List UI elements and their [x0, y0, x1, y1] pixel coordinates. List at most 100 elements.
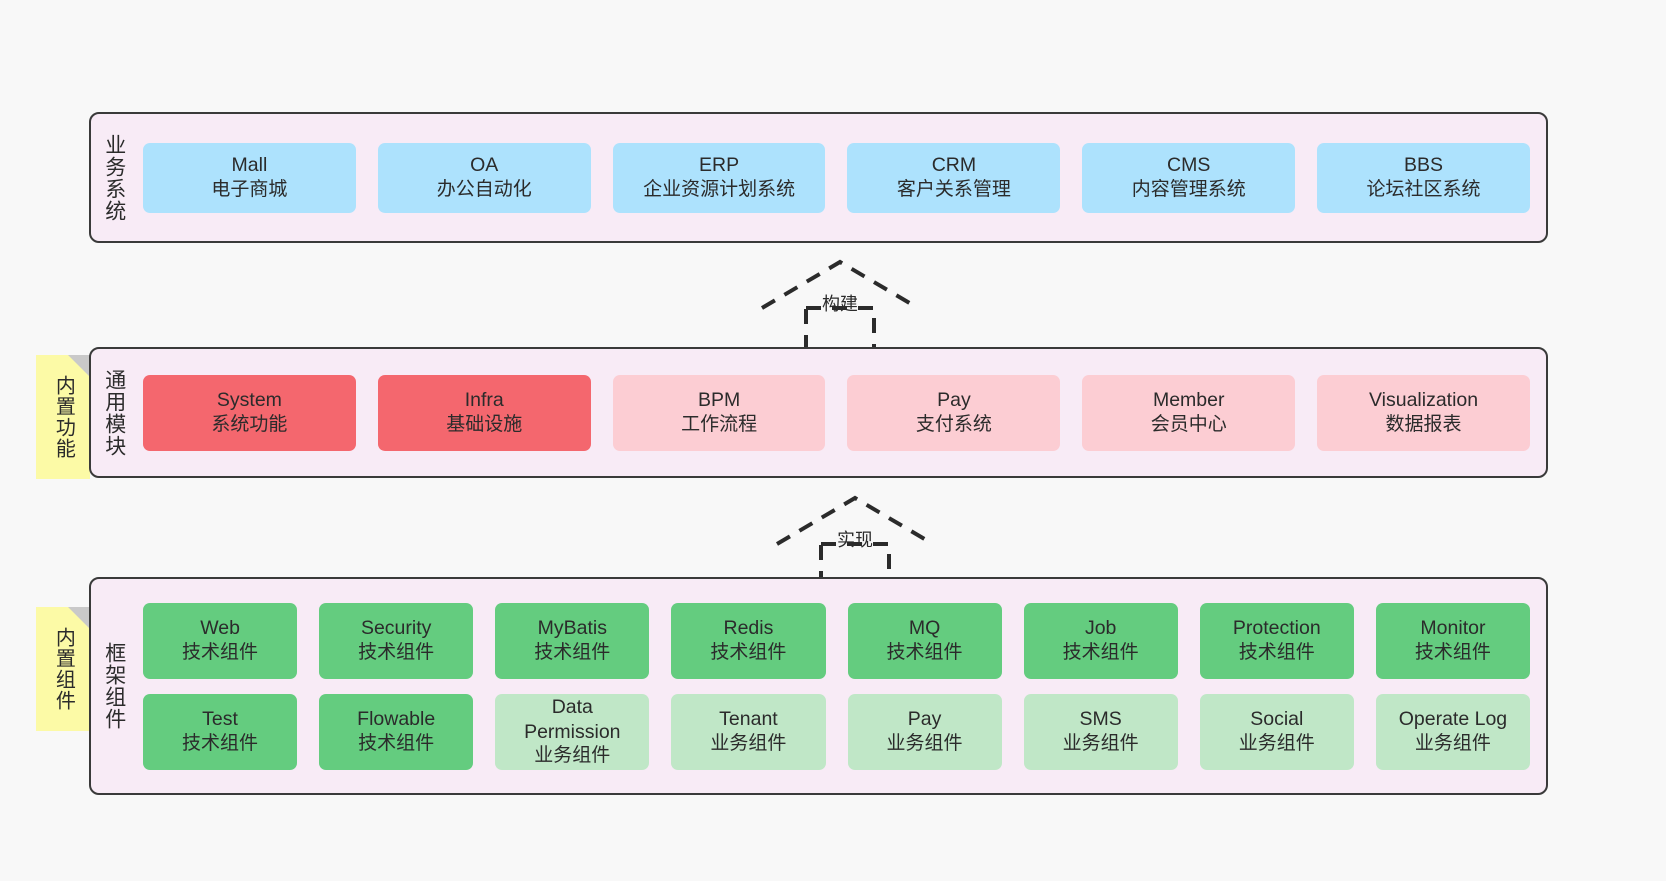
card-system[interactable]: System 系统功能 — [143, 374, 356, 451]
note-fold-corner-icon — [68, 607, 90, 629]
layer-body-business-system: Mall 电子商城 OA 办公自动化 ERP 企业资源计划系统 CRM 客户关系… — [137, 114, 1546, 241]
card-row: System 系统功能 Infra 基础设施 BPM 工作流程 Pay 支付系统… — [143, 374, 1530, 451]
card-title-cn: 技术组件 — [182, 641, 259, 663]
card-operate-log[interactable]: Operate Log 业务组件 — [1375, 693, 1530, 770]
card-title-cn: 业务组件 — [534, 745, 611, 767]
card-title-en: SMS — [1079, 708, 1122, 731]
layer-body-common-module: System 系统功能 Infra 基础设施 BPM 工作流程 Pay 支付系统… — [137, 349, 1546, 476]
card-title-cn: 技术组件 — [710, 641, 787, 663]
card-title-en: Visualization — [1368, 389, 1479, 412]
card-title-cn: 技术组件 — [1238, 641, 1315, 663]
connector-implement: 实现 — [775, 494, 935, 590]
card-title-en: CMS — [1167, 154, 1211, 177]
card-title-en: OA — [470, 154, 499, 177]
card-row: Mall 电子商城 OA 办公自动化 ERP 企业资源计划系统 CRM 客户关系… — [143, 142, 1530, 213]
card-flowable[interactable]: Flowable 技术组件 — [319, 693, 474, 770]
card-title-cn: 工作流程 — [681, 413, 758, 435]
layer-common-module[interactable]: 通用模块 System 系统功能 Infra 基础设施 BPM 工作流程 Pay… — [89, 347, 1548, 478]
card-title-en: Job — [1084, 617, 1117, 640]
connector-implement-label: 实现 — [837, 530, 873, 550]
card-title-cn: 技术组件 — [1414, 641, 1491, 663]
card-web[interactable]: Web 技术组件 — [143, 602, 298, 679]
card-test[interactable]: Test 技术组件 — [143, 693, 298, 770]
connector-build: 构建 — [760, 258, 920, 354]
card-protection[interactable]: Protection 技术组件 — [1199, 602, 1354, 679]
layer-title-business-system: 业务系统 — [102, 133, 126, 222]
card-mq[interactable]: MQ 技术组件 — [847, 602, 1002, 679]
card-title-cn: 内容管理系统 — [1131, 178, 1246, 200]
card-title-cn: 电子商城 — [211, 178, 288, 200]
card-title-cn: 技术组件 — [358, 732, 435, 754]
card-title-en: Web — [200, 617, 240, 640]
card-title-cn: 数据报表 — [1385, 413, 1462, 435]
card-title-en: CRM — [931, 154, 977, 177]
card-mall[interactable]: Mall 电子商城 — [143, 142, 356, 213]
card-erp[interactable]: ERP 企业资源计划系统 — [612, 142, 826, 213]
card-job[interactable]: Job 技术组件 — [1023, 602, 1178, 679]
card-crm[interactable]: CRM 客户关系管理 — [847, 142, 1061, 213]
layer-business-system[interactable]: 业务系统 Mall 电子商城 OA 办公自动化 ERP 企业资源计划系统 CRM… — [89, 112, 1548, 243]
card-oa[interactable]: OA 办公自动化 — [377, 142, 591, 213]
layer-framework-component[interactable]: 框架组件 Web 技术组件 Security 技术组件 MyBatis 技术组件… — [89, 577, 1548, 795]
card-monitor[interactable]: Monitor 技术组件 — [1375, 602, 1530, 679]
card-tenant[interactable]: Tenant 业务组件 — [671, 693, 826, 770]
card-title-en: Pay — [907, 708, 942, 731]
card-title-en: Social — [1250, 708, 1304, 731]
card-title-en: Data Permission — [524, 695, 621, 743]
layer-title-common-module: 通用模块 — [102, 368, 126, 457]
card-title-en: Mall — [231, 154, 268, 177]
note-builtin-component[interactable]: 内置组件 — [36, 607, 90, 731]
card-row: Test 技术组件 Flowable 技术组件 Data Permission … — [143, 693, 1530, 770]
card-title-cn: 业务组件 — [710, 732, 787, 754]
card-title-cn: 技术组件 — [886, 641, 963, 663]
card-mybatis[interactable]: MyBatis 技术组件 — [495, 602, 650, 679]
card-title-en: Infra — [464, 389, 504, 412]
card-security[interactable]: Security 技术组件 — [319, 602, 474, 679]
card-visualization[interactable]: Visualization 数据报表 — [1317, 374, 1530, 451]
card-title-cn: 支付系统 — [915, 413, 992, 435]
card-title-en: Redis — [723, 617, 774, 640]
note-fold-corner-icon — [68, 355, 90, 377]
card-title-cn: 系统功能 — [211, 413, 288, 435]
card-title-en: MQ — [908, 617, 941, 640]
card-infra[interactable]: Infra 基础设施 — [377, 374, 591, 451]
card-social[interactable]: Social 业务组件 — [1199, 693, 1354, 770]
card-pay-component[interactable]: Pay 业务组件 — [847, 693, 1002, 770]
card-bbs[interactable]: BBS 论坛社区系统 — [1317, 142, 1530, 213]
card-title-en: BBS — [1404, 154, 1444, 177]
card-title-en: Flowable — [357, 708, 436, 731]
card-title-en: BPM — [697, 389, 741, 412]
card-cms[interactable]: CMS 内容管理系统 — [1082, 142, 1296, 213]
card-row: Web 技术组件 Security 技术组件 MyBatis 技术组件 Redi… — [143, 602, 1530, 679]
card-title-cn: 论坛社区系统 — [1366, 178, 1481, 200]
card-title-cn: 技术组件 — [1062, 641, 1139, 663]
note-builtin-function[interactable]: 内置功能 — [36, 355, 90, 479]
note-label: 内置组件 — [52, 627, 75, 711]
card-title-cn: 基础设施 — [446, 413, 523, 435]
card-bpm[interactable]: BPM 工作流程 — [612, 374, 826, 451]
card-redis[interactable]: Redis 技术组件 — [671, 602, 826, 679]
card-title-en: Monitor — [1420, 617, 1486, 640]
layer-body-framework-component: Web 技术组件 Security 技术组件 MyBatis 技术组件 Redi… — [137, 579, 1546, 793]
card-pay-module[interactable]: Pay 支付系统 — [847, 374, 1061, 451]
card-title-en: ERP — [699, 154, 740, 177]
card-title-en: Test — [202, 708, 238, 731]
card-title-cn: 办公自动化 — [436, 178, 532, 200]
card-title-en: Member — [1152, 389, 1225, 412]
layer-title-framework-component: 框架组件 — [102, 642, 126, 730]
connector-build-label: 构建 — [822, 294, 858, 314]
card-title-cn: 业务组件 — [1062, 732, 1139, 754]
card-title-en: MyBatis — [537, 617, 607, 640]
card-title-cn: 技术组件 — [182, 732, 259, 754]
card-sms[interactable]: SMS 业务组件 — [1023, 693, 1178, 770]
card-member[interactable]: Member 会员中心 — [1082, 374, 1296, 451]
note-label: 内置功能 — [52, 375, 75, 459]
card-title-cn: 技术组件 — [358, 641, 435, 663]
card-title-cn: 会员中心 — [1150, 413, 1227, 435]
card-title-cn: 企业资源计划系统 — [643, 178, 796, 200]
card-title-en: Security — [360, 617, 432, 640]
card-title-en: System — [216, 389, 282, 412]
card-title-en: Operate Log — [1398, 708, 1508, 731]
card-data-permission[interactable]: Data Permission 业务组件 — [495, 693, 650, 770]
